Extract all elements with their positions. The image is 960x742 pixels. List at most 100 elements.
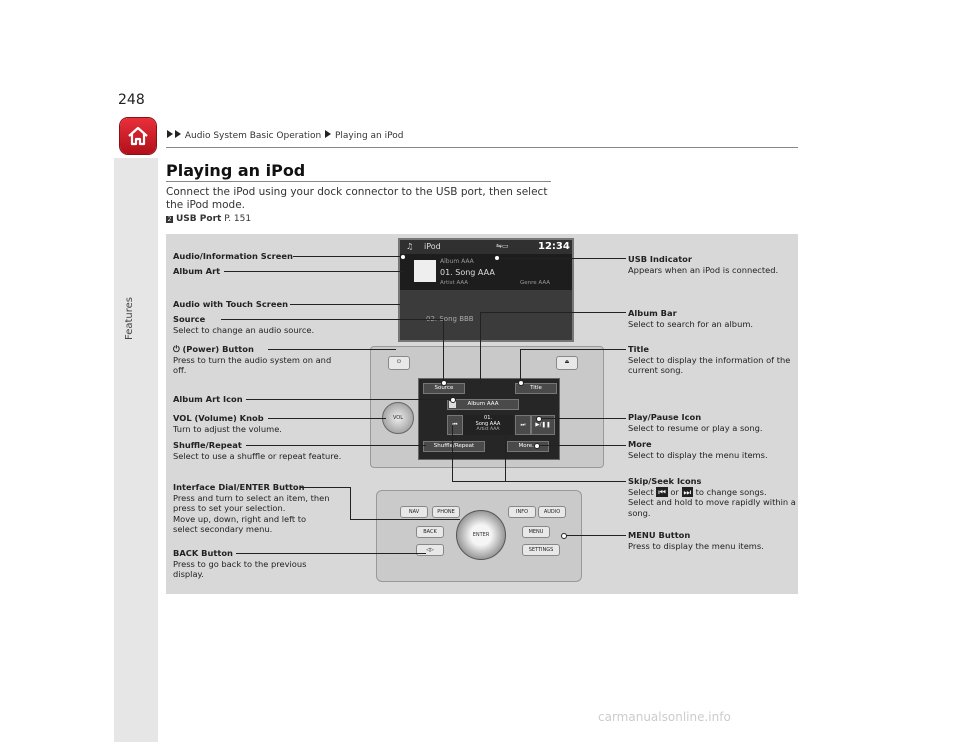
callout-dot	[534, 443, 540, 449]
screen-track-list	[400, 290, 572, 340]
leader-line	[443, 319, 444, 381]
leader-line	[236, 553, 426, 554]
enter-label: ENTER	[472, 532, 490, 538]
leader-line	[246, 399, 452, 400]
skip-back-button[interactable]: ⏮	[447, 415, 463, 435]
settings-button[interactable]: SETTINGS	[522, 544, 560, 556]
skip-forward-icon: ⏭	[681, 486, 693, 497]
screen-artist: Artist AAA	[440, 280, 469, 286]
title-button[interactable]: Title	[515, 383, 557, 394]
callout-audio-touch-screen: Audio with Touch Screen	[173, 299, 288, 309]
leader-line	[538, 418, 626, 419]
usb-indicator-icon: ⇋▭	[496, 242, 509, 250]
leader-line	[300, 487, 350, 488]
sidebar	[114, 112, 158, 742]
album-bar[interactable]: Album AAA	[447, 399, 519, 410]
eject-button[interactable]: ⏏	[556, 356, 578, 370]
leader-line	[520, 349, 521, 381]
screen-genre: Genre AAA	[520, 280, 550, 286]
callout-dot	[400, 254, 406, 260]
album-art-icon	[449, 401, 456, 408]
leader-line	[350, 487, 351, 519]
audio-button[interactable]: AUDIO	[538, 506, 566, 518]
reference-arrow-icon: 2	[166, 216, 173, 223]
leader-line	[221, 319, 443, 320]
watermark: carmanualsonline.info	[598, 710, 731, 724]
page-title: Playing an iPod	[166, 161, 306, 180]
leader-line	[536, 445, 626, 446]
sidebar-section-label: Features	[124, 297, 135, 340]
menu-button[interactable]: MENU	[522, 526, 550, 538]
leader-line	[480, 312, 481, 386]
track-song: Song AAA	[475, 421, 501, 427]
leader-line	[268, 349, 396, 350]
nav-button[interactable]: NAV	[400, 506, 428, 518]
screen-music-icon: ♫	[406, 242, 414, 251]
track-number: 01.	[484, 415, 492, 421]
callout-album-art: Album Art	[173, 266, 221, 276]
skip-back-icon: ⏮	[656, 486, 668, 497]
vol-label: VOL	[392, 415, 404, 421]
home-icon	[128, 126, 148, 146]
header-divider	[166, 147, 798, 148]
back-button[interactable]: BACK	[416, 526, 444, 538]
callout-dot	[450, 397, 456, 403]
leader-line	[505, 425, 506, 481]
callout-album-art-icon: Album Art Icon	[173, 394, 243, 404]
breadcrumb: Audio System Basic Operation Playing an …	[166, 130, 403, 141]
skip-forward-button[interactable]: ⏭	[515, 415, 531, 435]
info-button[interactable]: INFO	[508, 506, 536, 518]
interface-dial[interactable]: ENTER	[456, 510, 506, 560]
leader-line	[268, 418, 386, 419]
seek-button[interactable]: ◁▷	[416, 544, 444, 556]
intro-text: Connect the iPod using your dock connect…	[166, 186, 548, 211]
screen-track2: 02. Song BBB	[426, 315, 474, 323]
track-info: 01. Song AAA Artist AAA	[463, 415, 513, 435]
callout-dot	[494, 255, 500, 261]
title-underline	[166, 181, 551, 182]
screen-source: iPod	[424, 242, 441, 251]
shuffle-repeat-button[interactable]: Shuffle/Repeat	[423, 441, 485, 452]
screen-status-bar	[400, 240, 572, 254]
power-button[interactable]: ⏻	[388, 356, 410, 370]
breadcrumb-arrow-icon	[167, 130, 173, 138]
leader-line	[290, 304, 400, 305]
leader-line	[224, 271, 404, 272]
screen-song: 01. Song AAA	[440, 268, 495, 277]
breadcrumb-current: Playing an iPod	[334, 131, 404, 141]
leader-line	[293, 256, 403, 257]
track-artist: Artist AAA	[476, 427, 500, 432]
leader-line	[350, 519, 460, 520]
screen-clock: 12:34	[538, 241, 570, 252]
leader-line	[480, 312, 626, 313]
screen-album: Album AAA	[440, 258, 474, 265]
phone-button[interactable]: PHONE	[432, 506, 460, 518]
page-number: 248	[118, 92, 145, 108]
callout-dot	[561, 533, 567, 539]
reference-label: USB Port	[176, 214, 222, 224]
volume-knob[interactable]: VOL	[382, 402, 414, 434]
breadcrumb-arrow-icon	[325, 130, 332, 138]
leader-line	[563, 535, 626, 536]
home-button[interactable]	[120, 118, 156, 154]
breadcrumb-link-audio[interactable]: Audio System Basic Operation	[184, 131, 322, 141]
reference-page: P. 151	[224, 214, 252, 224]
more-button[interactable]: More...	[507, 441, 549, 452]
leader-line	[520, 349, 626, 350]
leader-line	[452, 425, 453, 481]
power-icon: ⏻	[173, 344, 180, 354]
